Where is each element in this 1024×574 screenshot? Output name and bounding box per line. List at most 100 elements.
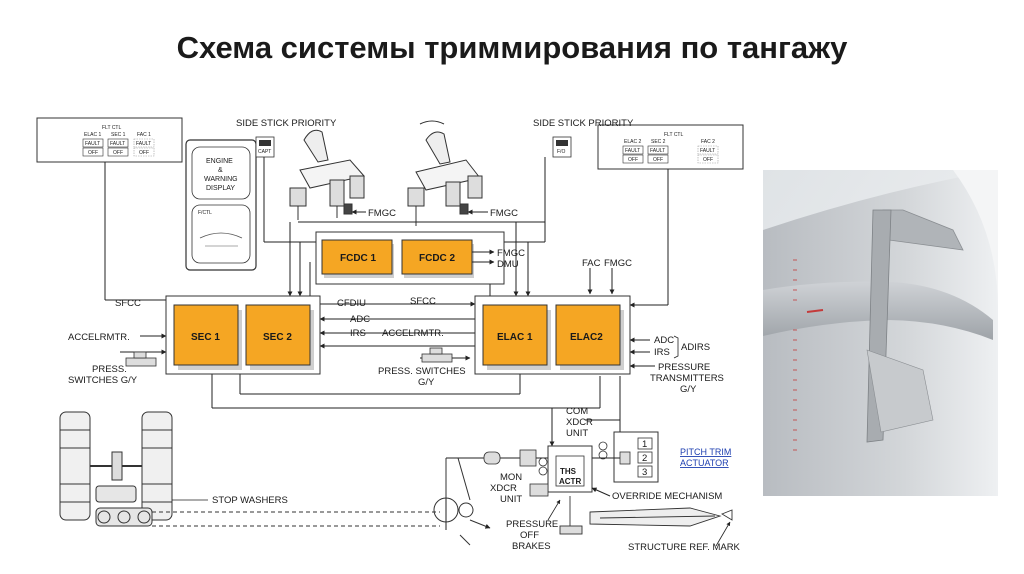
irs-label-mid: IRS [350, 328, 366, 339]
screw-jack [559, 496, 733, 535]
elac-group: ELAC 1 ELAC2 [474, 295, 631, 375]
press-switches-left-1: PRESS. [92, 364, 127, 375]
press-switches-mid-1: PRESS. SWITCHES [378, 366, 466, 377]
svg-text:DMU: DMU [497, 259, 519, 270]
svg-text:UNIT: UNIT [566, 428, 588, 439]
side-stick-priority-capt[interactable]: SIDE STICK PRIORITY CAPT [236, 118, 337, 158]
svg-text:FAULT: FAULT [650, 148, 665, 154]
accel-label-left: ACCELRMTR. [68, 332, 130, 343]
sfcc-label-mid: SFCC [410, 296, 436, 307]
pressure-transmitters-2: TRANSMITTERS [650, 373, 724, 384]
svg-text:OFF: OFF [520, 530, 539, 541]
svg-text:SEC 2: SEC 2 [651, 139, 666, 145]
pitch-trim-diagram: FLT CTL ELAC 1 FAULT OFF SEC 1 FAULT OFF… [36, 117, 744, 553]
svg-text:OVERRIDE MECHANISM: OVERRIDE MECHANISM [612, 491, 722, 502]
svg-text:XDCR: XDCR [566, 417, 593, 428]
stop-washers: STOP WASHERS [172, 495, 288, 506]
sec2-label: SEC 2 [263, 332, 292, 343]
svg-text:OFF: OFF [703, 157, 713, 163]
svg-text:PITCH TRIM: PITCH TRIM [680, 447, 731, 457]
svg-text:FAC 1: FAC 1 [137, 132, 151, 138]
fmgc-label-right: FMGC [490, 208, 518, 219]
fcdc2-block [401, 239, 473, 275]
elac2-label: ELAC2 [570, 332, 603, 343]
pitch-trim-actuator-link[interactable]: PITCH TRIM ACTUATOR [680, 447, 731, 468]
panel-button-sec1[interactable]: SEC 1 FAULT OFF [107, 132, 129, 157]
svg-text:ELAC 1: ELAC 1 [84, 132, 101, 138]
ths-gearbox [483, 449, 549, 497]
press-switches-left-2: SWITCHES G/Y [68, 375, 138, 386]
svg-text:DISPLAY: DISPLAY [206, 185, 235, 192]
fmgc-label-top: FMGC [604, 258, 632, 269]
svg-text:FAC 2: FAC 2 [701, 139, 715, 145]
connection-lines [104, 157, 669, 530]
press-switch-icon-mid [421, 347, 453, 363]
svg-text:OFF: OFF [653, 157, 663, 163]
panel-title: FLT CTL [664, 132, 683, 138]
signal-labels: SFCC SFCC CFDIU ADC IRS ACCELRMTR. ACCEL… [68, 258, 724, 395]
adc-label-mid: ADC [350, 314, 370, 325]
svg-text:FAULT: FAULT [85, 141, 100, 147]
engine-display-label: ENGINE [206, 158, 233, 165]
side-stick-first-officer [407, 120, 483, 226]
fcdc1-label: FCDC 1 [340, 253, 377, 264]
svg-text:COM: COM [566, 406, 588, 417]
cfdiu-label: CFDIU [337, 298, 366, 309]
structure-ref-mark: STRUCTURE REF. MARK [628, 521, 741, 553]
side-stick-captain [289, 129, 365, 220]
adc-label-right: ADC [654, 335, 674, 346]
ths-label-2: ACTR [559, 477, 581, 486]
fctl-page-label: F/CTL [198, 210, 212, 216]
flt-ctl-panel-right: FLT CTL ELAC 2 FAULT OFF SEC 2 FAULT OFF… [597, 124, 744, 170]
capt-label: CAPT [258, 149, 271, 155]
fcdc2-label: FCDC 2 [419, 253, 456, 264]
panel-title: FLT CTL [102, 125, 121, 131]
svg-text:XDCR: XDCR [490, 483, 517, 494]
pitch-trim-motors: 1 2 3 [592, 431, 659, 483]
cable-drive [152, 457, 491, 546]
panel-button-sec2[interactable]: SEC 2 FAULT OFF [647, 139, 669, 164]
sfcc-label-left: SFCC [115, 298, 141, 309]
elac2-block [555, 304, 621, 366]
mon-xdcr-unit: MON XDCR UNIT [490, 457, 548, 505]
panel-button-elac2[interactable]: ELAC 2 FAULT OFF [622, 139, 644, 164]
fcdc1-block [321, 239, 393, 275]
sec-group: SEC 1 SEC 2 [165, 295, 321, 375]
pressure-transmitters-1: PRESSURE [658, 362, 710, 373]
svg-text:UNIT: UNIT [500, 494, 522, 505]
svg-text:OFF: OFF [628, 157, 638, 163]
panel-button-elac1[interactable]: ELAC 1 FAULT OFF [82, 132, 104, 157]
elac1-label: ELAC 1 [497, 332, 533, 343]
svg-text:STOP WASHERS: STOP WASHERS [212, 495, 288, 506]
page-title: Схема системы триммирования по тангажу [176, 30, 848, 65]
fac-label: FAC [582, 258, 601, 269]
svg-text:PRESSURE: PRESSURE [506, 519, 558, 530]
svg-text:OFF: OFF [139, 150, 149, 156]
svg-text:FAULT: FAULT [136, 141, 151, 147]
sec2-block [245, 304, 311, 366]
svg-text:OFF: OFF [88, 150, 98, 156]
sec1-label: SEC 1 [191, 332, 220, 343]
panel-button-fac1[interactable]: FAC 1 FAULT OFF [133, 132, 155, 157]
stabilizer-photo [763, 170, 998, 496]
fcdc-group: FCDC 1 FCDC 2 [315, 231, 505, 285]
svg-text:3: 3 [642, 467, 647, 478]
pressure-off-brakes: PRESSURE OFF BRAKES [506, 499, 561, 552]
com-xdcr-unit: COM XDCR UNIT [566, 406, 608, 460]
pressure-transmitters-3: G/Y [680, 384, 697, 395]
svg-text:FAULT: FAULT [110, 141, 125, 147]
panel-button-fac2[interactable]: FAC 2 FAULT OFF [697, 139, 719, 164]
svg-text:SEC 1: SEC 1 [111, 132, 126, 138]
svg-text:FMGC: FMGC [497, 248, 525, 259]
svg-text:FAULT: FAULT [625, 148, 640, 154]
fmgc-label-left: FMGC [368, 208, 396, 219]
flt-ctl-panel-left: FLT CTL ELAC 1 FAULT OFF SEC 1 FAULT OFF… [36, 117, 183, 163]
elac1-block [482, 304, 548, 366]
side-stick-priority-fo[interactable]: SIDE STICK PRIORITY F/O [533, 118, 634, 158]
press-switches-mid-2: G/Y [418, 377, 435, 388]
override-mechanism: OVERRIDE MECHANISM [591, 487, 722, 502]
wheel-assembly [59, 411, 173, 527]
svg-text:2: 2 [642, 453, 647, 464]
svg-text:WARNING: WARNING [204, 176, 238, 183]
svg-text:ELAC 2: ELAC 2 [624, 139, 641, 145]
